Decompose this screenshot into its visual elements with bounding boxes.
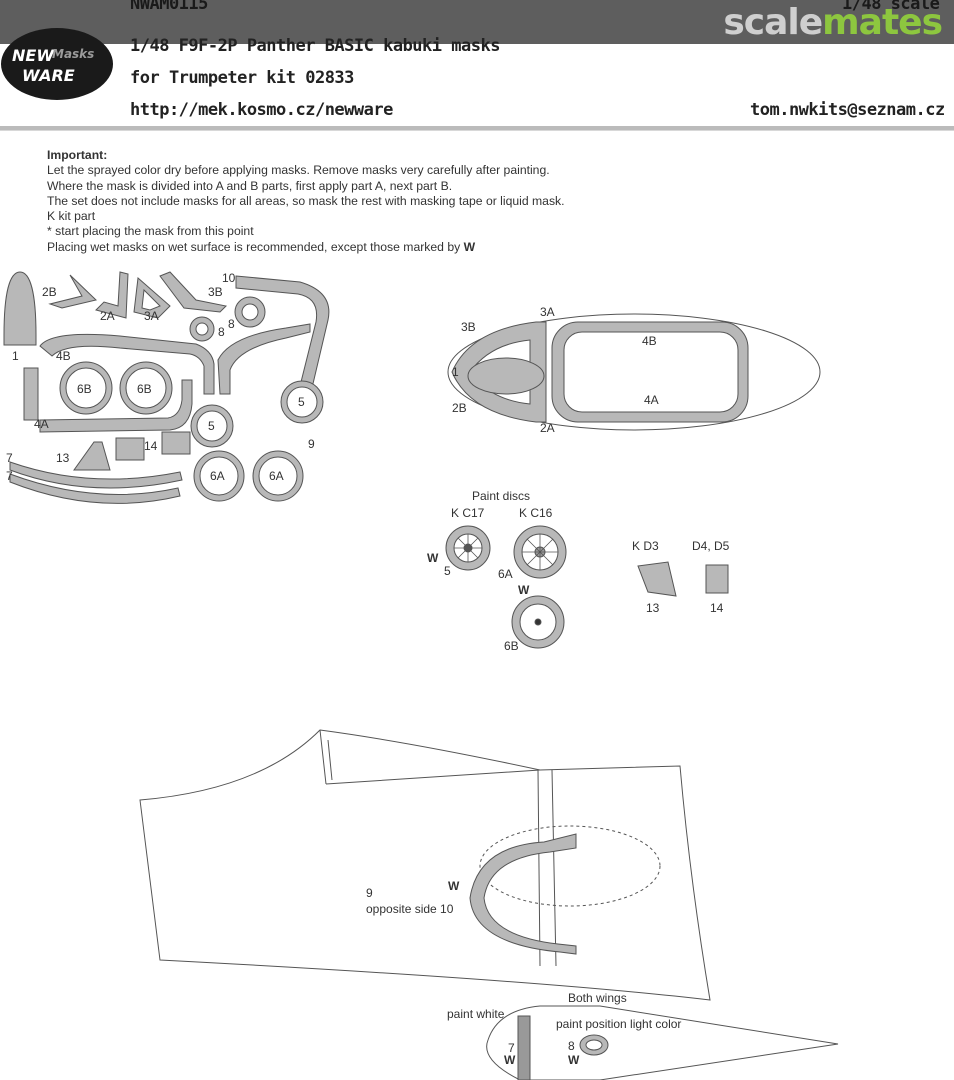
part-label: 9 [366, 886, 373, 900]
product-title: 1/48 F9F-2P Panther BASIC kabuki masks [130, 36, 500, 56]
kit-part-label: D4, D5 [692, 539, 730, 553]
paint-white-label: paint white [447, 1007, 505, 1021]
canopy-label: 3A [540, 305, 555, 319]
part-label: 10 [222, 271, 236, 285]
wet-mark: W [504, 1053, 516, 1067]
canopy-label: 4B [642, 334, 657, 348]
part-label: 14 [144, 439, 158, 453]
canopy-label: 3B [461, 320, 476, 334]
canopy-label: 4A [644, 393, 659, 407]
canopy-diagram [447, 313, 821, 431]
part-label: 3A [144, 309, 159, 323]
fuselage-diagram [139, 729, 711, 1001]
part-label: 7 [508, 1041, 515, 1055]
canopy-label: 2B [452, 401, 467, 415]
part-label: 6A [498, 567, 513, 581]
svg-text:NEW: NEW [12, 46, 55, 65]
canopy-label: 2A [540, 421, 555, 435]
part-label: 7 [6, 451, 13, 465]
part-label: 6A [210, 469, 225, 483]
part-label: 13 [646, 601, 660, 615]
part-label: 5 [208, 419, 215, 433]
wet-mark: W [448, 879, 460, 893]
part-label: 5 [444, 564, 451, 578]
note-line: The set does not include masks for all a… [47, 193, 565, 208]
opposite-side-label: opposite side 10 [366, 902, 454, 916]
part-label: 5 [298, 395, 305, 409]
contact-email: tom.nwkits@seznam.cz [750, 100, 945, 120]
part-label: 6B [137, 382, 152, 396]
part-label: 14 [710, 601, 724, 615]
svg-text:WARE: WARE [22, 66, 75, 85]
kit-part-label: K D3 [632, 539, 659, 553]
note-line: * start placing the mask from this point [47, 224, 254, 239]
position-light-label: paint position light color [556, 1017, 681, 1031]
canopy-label: 1 [452, 365, 459, 379]
wet-mark-symbol: W [463, 239, 476, 254]
top-banner [0, 0, 954, 44]
part-label: 2B [42, 285, 57, 299]
kit-part-label: K C17 [451, 506, 485, 520]
part-label: 6B [504, 639, 519, 653]
part-label: 8 [568, 1039, 575, 1053]
wet-mark: W [568, 1053, 580, 1067]
important-heading: Important: [47, 148, 108, 162]
part-label: 4B [56, 349, 71, 363]
note-line: Placing wet masks on wet surface is reco… [47, 239, 476, 254]
scale-label: 1/48 scale [842, 0, 940, 14]
part-label: 7 [6, 469, 13, 483]
note-line: K kit part [47, 209, 96, 224]
header-divider [0, 126, 954, 131]
part-label: 8 [228, 317, 235, 331]
part-label: 6B [77, 382, 92, 396]
paint-discs-title: Paint discs [472, 489, 530, 503]
part-label: 9 [308, 437, 315, 451]
svg-text:Masks: Masks [52, 47, 94, 61]
both-wings-title: Both wings [568, 991, 627, 1005]
part-label: 2A [100, 309, 115, 323]
kit-line: for Trumpeter kit 02833 [130, 68, 354, 88]
part-label: 4A [34, 417, 49, 431]
kit-part-label: K C16 [519, 506, 553, 520]
product-code: NWAM0115 [130, 0, 208, 14]
scalemates-logo: scalemates [723, 2, 943, 43]
instructions-block: Important: Let the sprayed color dry bef… [47, 148, 565, 255]
part-label: 6A [269, 469, 284, 483]
wet-mark: W [518, 583, 530, 597]
part-label: 13 [56, 451, 70, 465]
part-label: 1 [12, 349, 19, 363]
part-label: 8 [218, 325, 225, 339]
note-line: Let the sprayed color dry before applyin… [47, 163, 550, 178]
part-label: 3B [208, 285, 223, 299]
note-line: Where the mask is divided into A and B p… [47, 178, 453, 193]
wet-mark: W [427, 551, 439, 565]
newware-logo: NEW Masks WARE [1, 28, 113, 100]
website-url: http://mek.kosmo.cz/newware [130, 100, 393, 120]
